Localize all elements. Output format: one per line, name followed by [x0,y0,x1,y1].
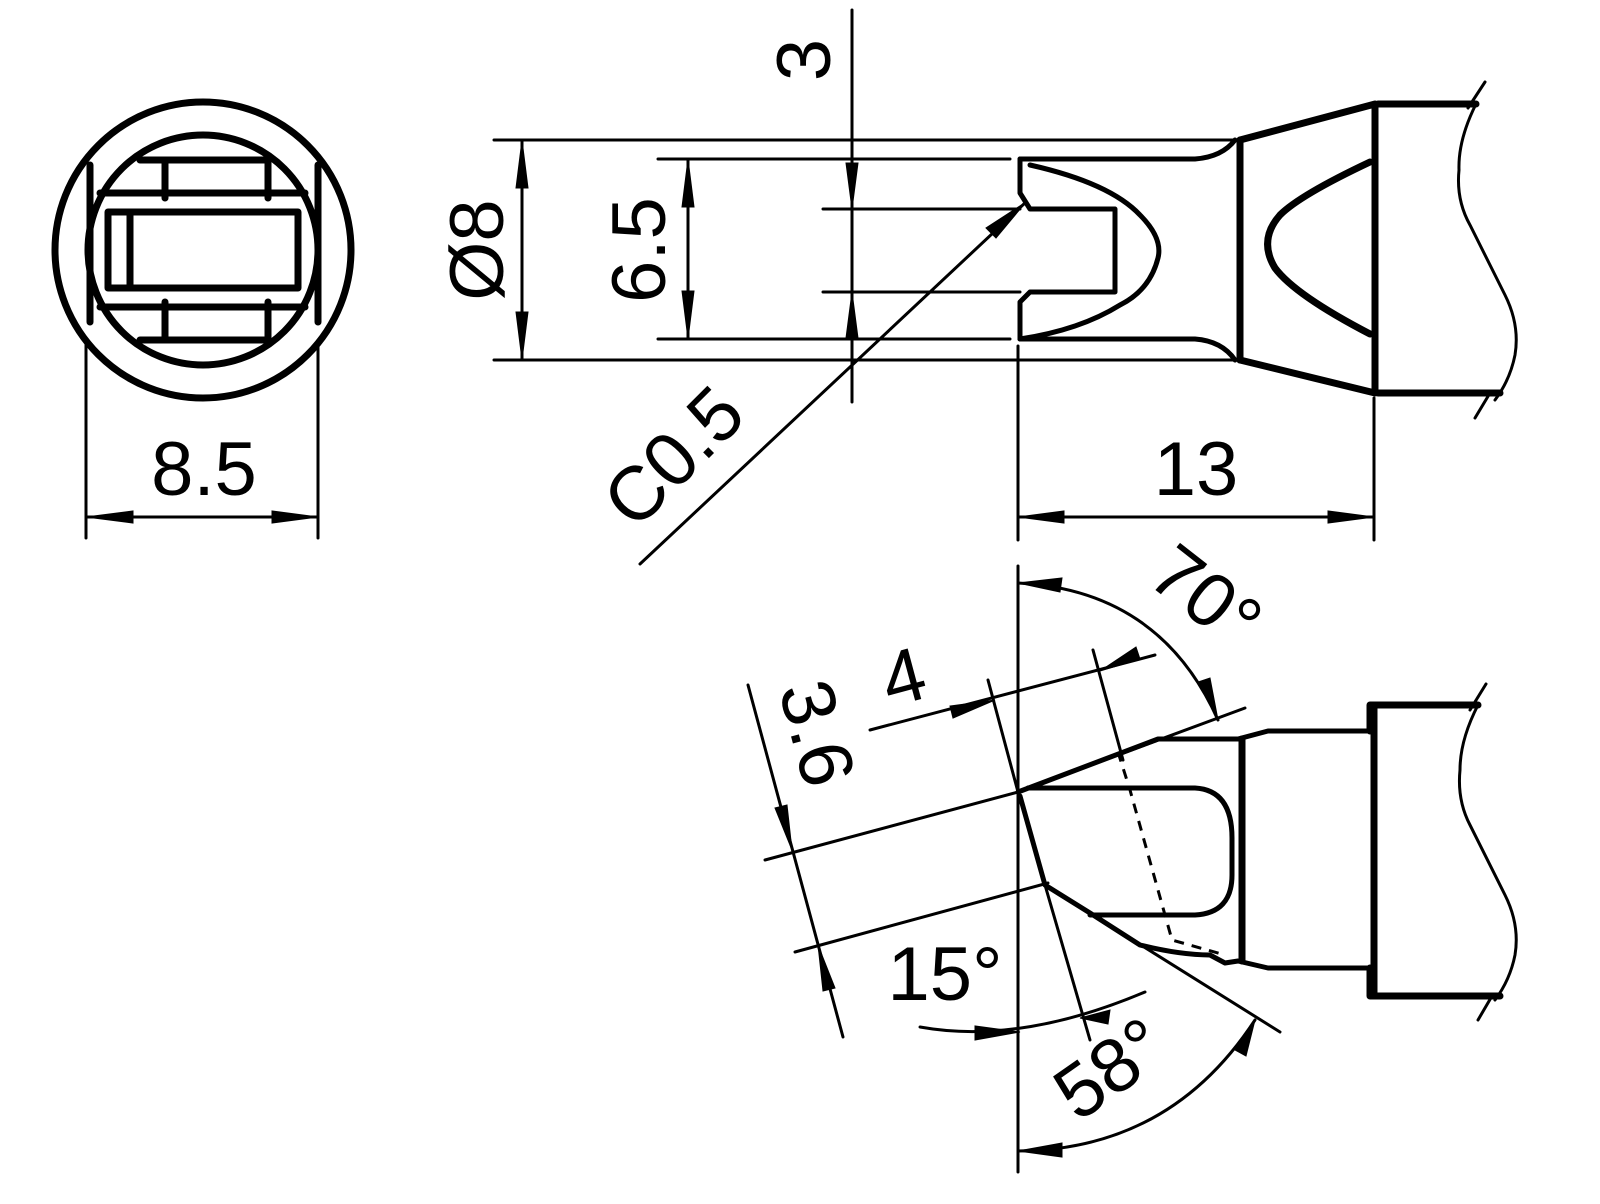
dim-label-diameter: Ø8 [435,199,520,300]
dim-label-8-5: 8.5 [151,427,257,512]
dim-angle-15: 15° [888,932,1147,1041]
top-view [763,564,1518,1174]
dim-label-6-5: 6.5 [597,197,682,303]
dim-slot-height: 6.5 [597,157,695,341]
side-view [492,80,1518,420]
dim-width-3-6: 3.6 [746,671,871,1039]
dim-length: 13 [1016,344,1376,542]
dim-label-3: 3 [762,39,847,81]
dim-thickness: 3 [762,8,859,404]
dim-angle-58: 58° [1016,1001,1257,1158]
dim-diameter: Ø8 [435,138,529,362]
dim-label-3-6: 3.6 [762,671,871,795]
inner-circle [84,131,322,369]
slot-rect [104,208,302,292]
dim-width-across: 8.5 [84,342,320,540]
dim-angle-70: 70° [1016,528,1277,722]
outer-circle [51,98,355,402]
dim-label-4: 4 [872,631,935,724]
dim-label-13: 13 [1154,427,1239,512]
dim-label-15: 15° [888,932,1003,1017]
dim-label-chamfer: C0.5 [587,370,761,544]
dim-label-70: 70° [1134,528,1277,666]
end-view [51,98,355,402]
dim-width-4: 4 [868,631,1157,794]
